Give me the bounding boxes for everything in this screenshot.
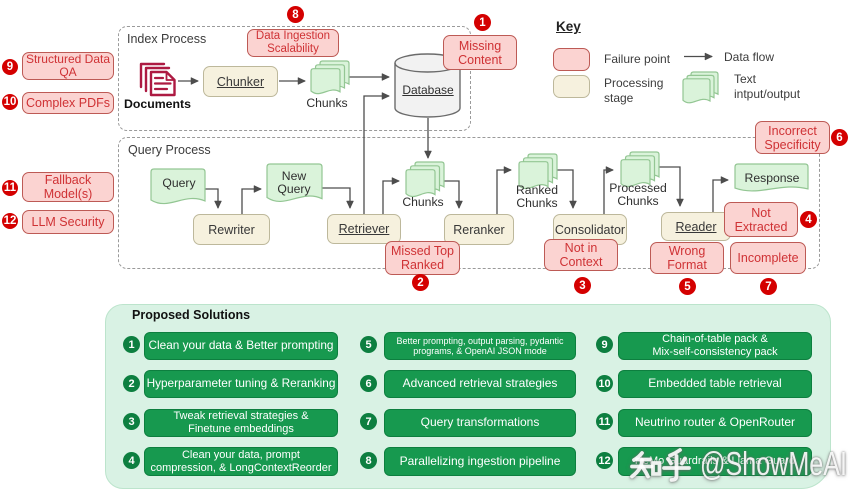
svg-text:@ShowMeAI: @ShowMeAI — [700, 445, 847, 482]
